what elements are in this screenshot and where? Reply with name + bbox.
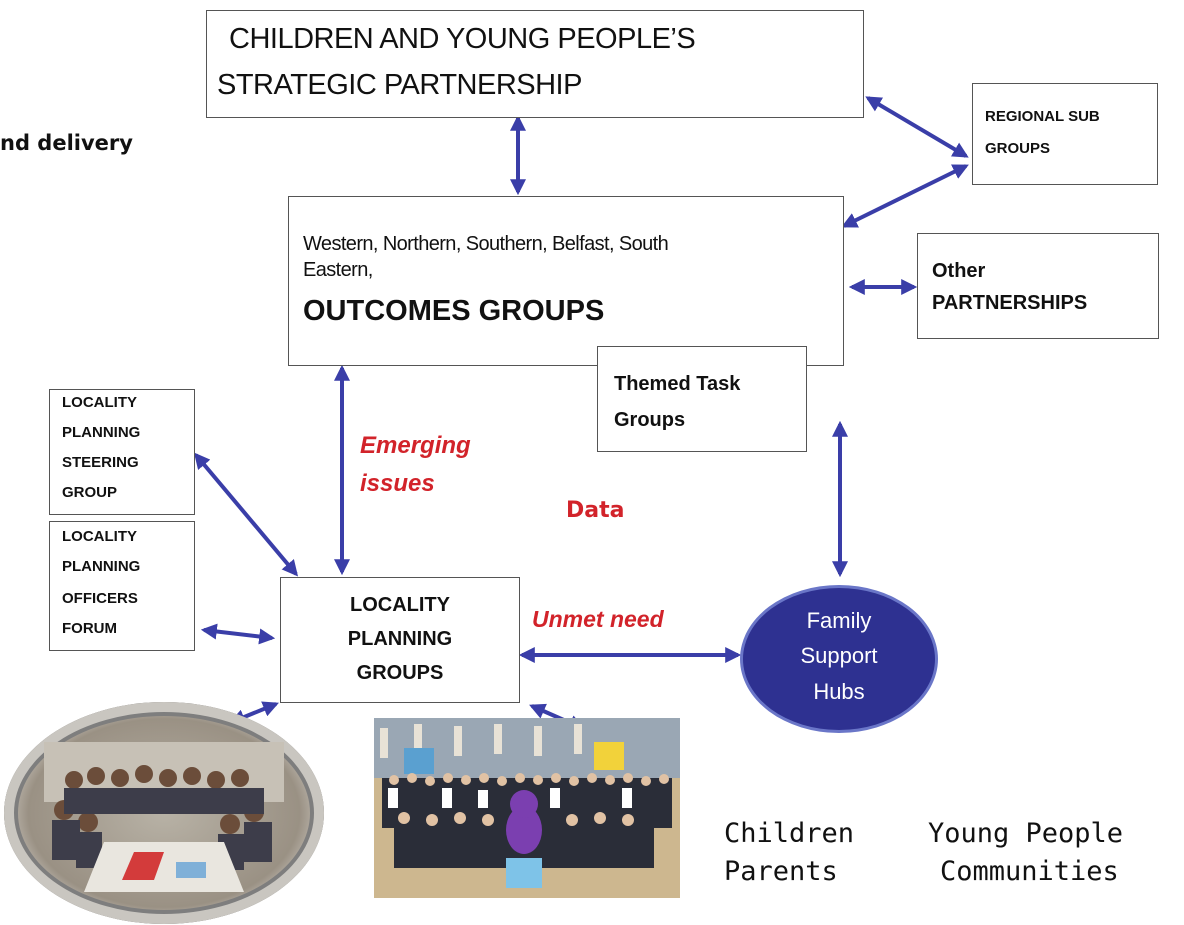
strategic-line2: STRATEGIC PARTNERSHIP [217, 69, 582, 101]
audience-young-people: Young People [928, 818, 1124, 849]
steering-line: GROUP [62, 484, 118, 501]
themed-task-groups-box: Themed Task Groups [597, 346, 807, 452]
outcomes-regions-line1: Western, Northern, Southern, Belfast, So… [303, 233, 669, 255]
steering-line: STEERING [62, 454, 139, 471]
arrow-steering-lpg [193, 452, 299, 577]
regional-line2: GROUPS [985, 140, 1051, 157]
youth-group-illustration [374, 718, 680, 898]
strategic-line1: CHILDREN AND YOUNG PEOPLE’S [229, 23, 696, 55]
header-fragment: nd delivery [0, 131, 133, 155]
hub-line: Support [800, 643, 878, 668]
youth-group-photo [374, 718, 680, 898]
lpg-line: GROUPS [356, 662, 444, 684]
themed-line1: Themed Task [614, 373, 741, 395]
regional-line1: REGIONAL SUB [985, 108, 1100, 125]
hub-line: Hubs [813, 679, 865, 704]
hub-line: Family [806, 608, 872, 633]
locality-officers-forum-box: LOCALITY PLANNING OFFICERS FORUM [49, 521, 195, 651]
audience-communities: Communities [940, 856, 1119, 887]
other-line1: Other [932, 260, 986, 282]
officers-line: OFFICERS [62, 590, 138, 607]
arrow-strategic-regional [865, 96, 969, 158]
strategic-partnership-box: CHILDREN AND YOUNG PEOPLE’S STRATEGIC PA… [206, 10, 864, 118]
meeting-photo-oval [4, 702, 324, 924]
regional-sub-groups-box: REGIONAL SUB GROUPS [972, 83, 1158, 185]
unmet-need-label: Unmet need [532, 606, 664, 632]
steering-line: PLANNING [62, 424, 141, 441]
outcomes-regions-line2: Eastern, [303, 259, 373, 281]
officers-line: LOCALITY [62, 528, 137, 545]
locality-planning-groups-box: LOCALITY PLANNING GROUPS [280, 577, 520, 703]
themed-line2: Groups [614, 409, 686, 431]
officers-line: FORUM [62, 620, 117, 637]
locality-steering-group-box: LOCALITY PLANNING STEERING GROUP [49, 389, 195, 515]
data-label: Data [566, 498, 625, 523]
emerging-issues-label: issues [360, 470, 435, 497]
audience-parents: Parents [724, 856, 838, 887]
other-partnerships-box: Other PARTNERSHIPS [917, 233, 1159, 339]
lpg-line: LOCALITY [350, 594, 450, 616]
meeting-people-illustration [44, 742, 284, 892]
officers-line: PLANNING [62, 558, 141, 575]
other-line2: PARTNERSHIPS [932, 292, 1088, 314]
steering-line: LOCALITY [62, 394, 137, 411]
lpg-line: PLANNING [347, 628, 453, 650]
outcomes-title: OUTCOMES GROUPS [303, 295, 605, 327]
audience-children: Children [724, 818, 855, 849]
outcomes-groups-box: Western, Northern, Southern, Belfast, So… [288, 196, 844, 366]
arrow-officers-lpg [200, 623, 276, 645]
emerging-issues-label: Emerging [360, 432, 471, 459]
arrow-outcomes-regional [841, 164, 969, 228]
family-support-hubs-ellipse: Family Support Hubs [740, 585, 938, 733]
